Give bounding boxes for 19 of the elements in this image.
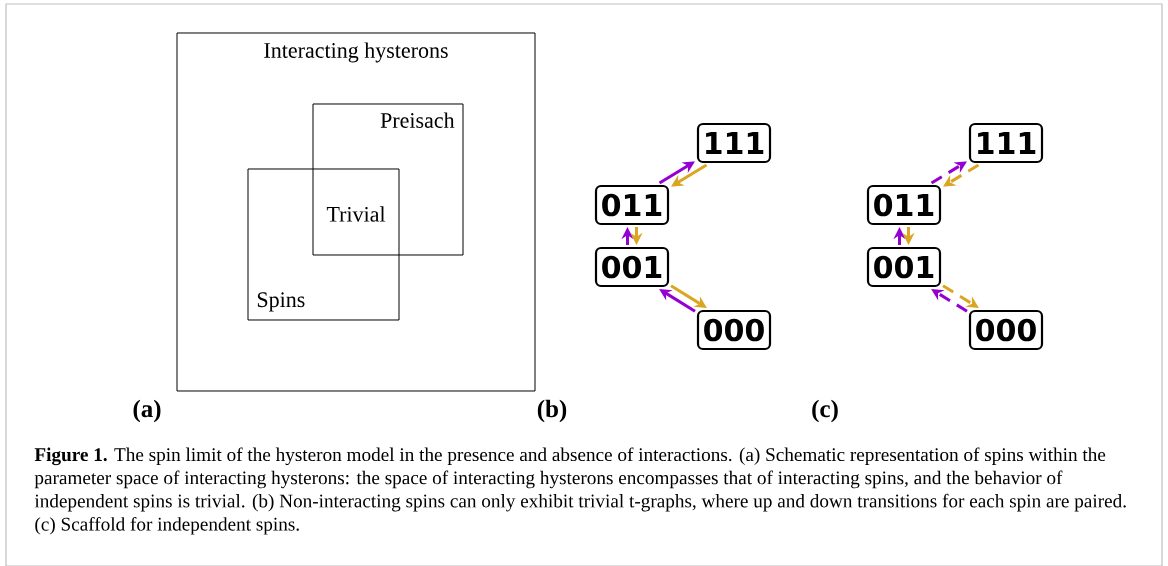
state-box: 011 bbox=[594, 184, 670, 226]
arrow bbox=[671, 163, 708, 187]
panel-label: (b) bbox=[537, 399, 567, 423]
state-box: 011 bbox=[866, 184, 942, 226]
arrow bbox=[670, 284, 707, 308]
trivial-label: Trivial bbox=[326, 206, 386, 222]
state-box: 000 bbox=[696, 309, 772, 351]
arrow bbox=[930, 161, 967, 185]
caption: Figure 1. The spin limit of the hysteron model in the presence and absence of interactions. (a) Schematic representation of spins within the parameter space of interacting hysterons: the space of interacting hysterons encompasses that of interacting spins, and the behavior of independent spins is trivial. (b) Non-interacting spins can only exhibit trivial t-graphs, where up and down transitions for each spin are paired. (c) Scaffold for independent spins. bbox=[34, 447, 1126, 535]
arrow bbox=[658, 161, 695, 185]
state-box: 001 bbox=[866, 246, 942, 288]
arrow bbox=[943, 163, 980, 187]
panel-label: (c) bbox=[812, 399, 838, 423]
state-box: 001 bbox=[594, 246, 670, 288]
state-box: 111 bbox=[696, 122, 772, 164]
panel-label: (a) bbox=[133, 399, 161, 423]
state-box: 000 bbox=[968, 309, 1044, 351]
state-box: 111 bbox=[968, 122, 1044, 164]
arrow bbox=[942, 284, 979, 308]
